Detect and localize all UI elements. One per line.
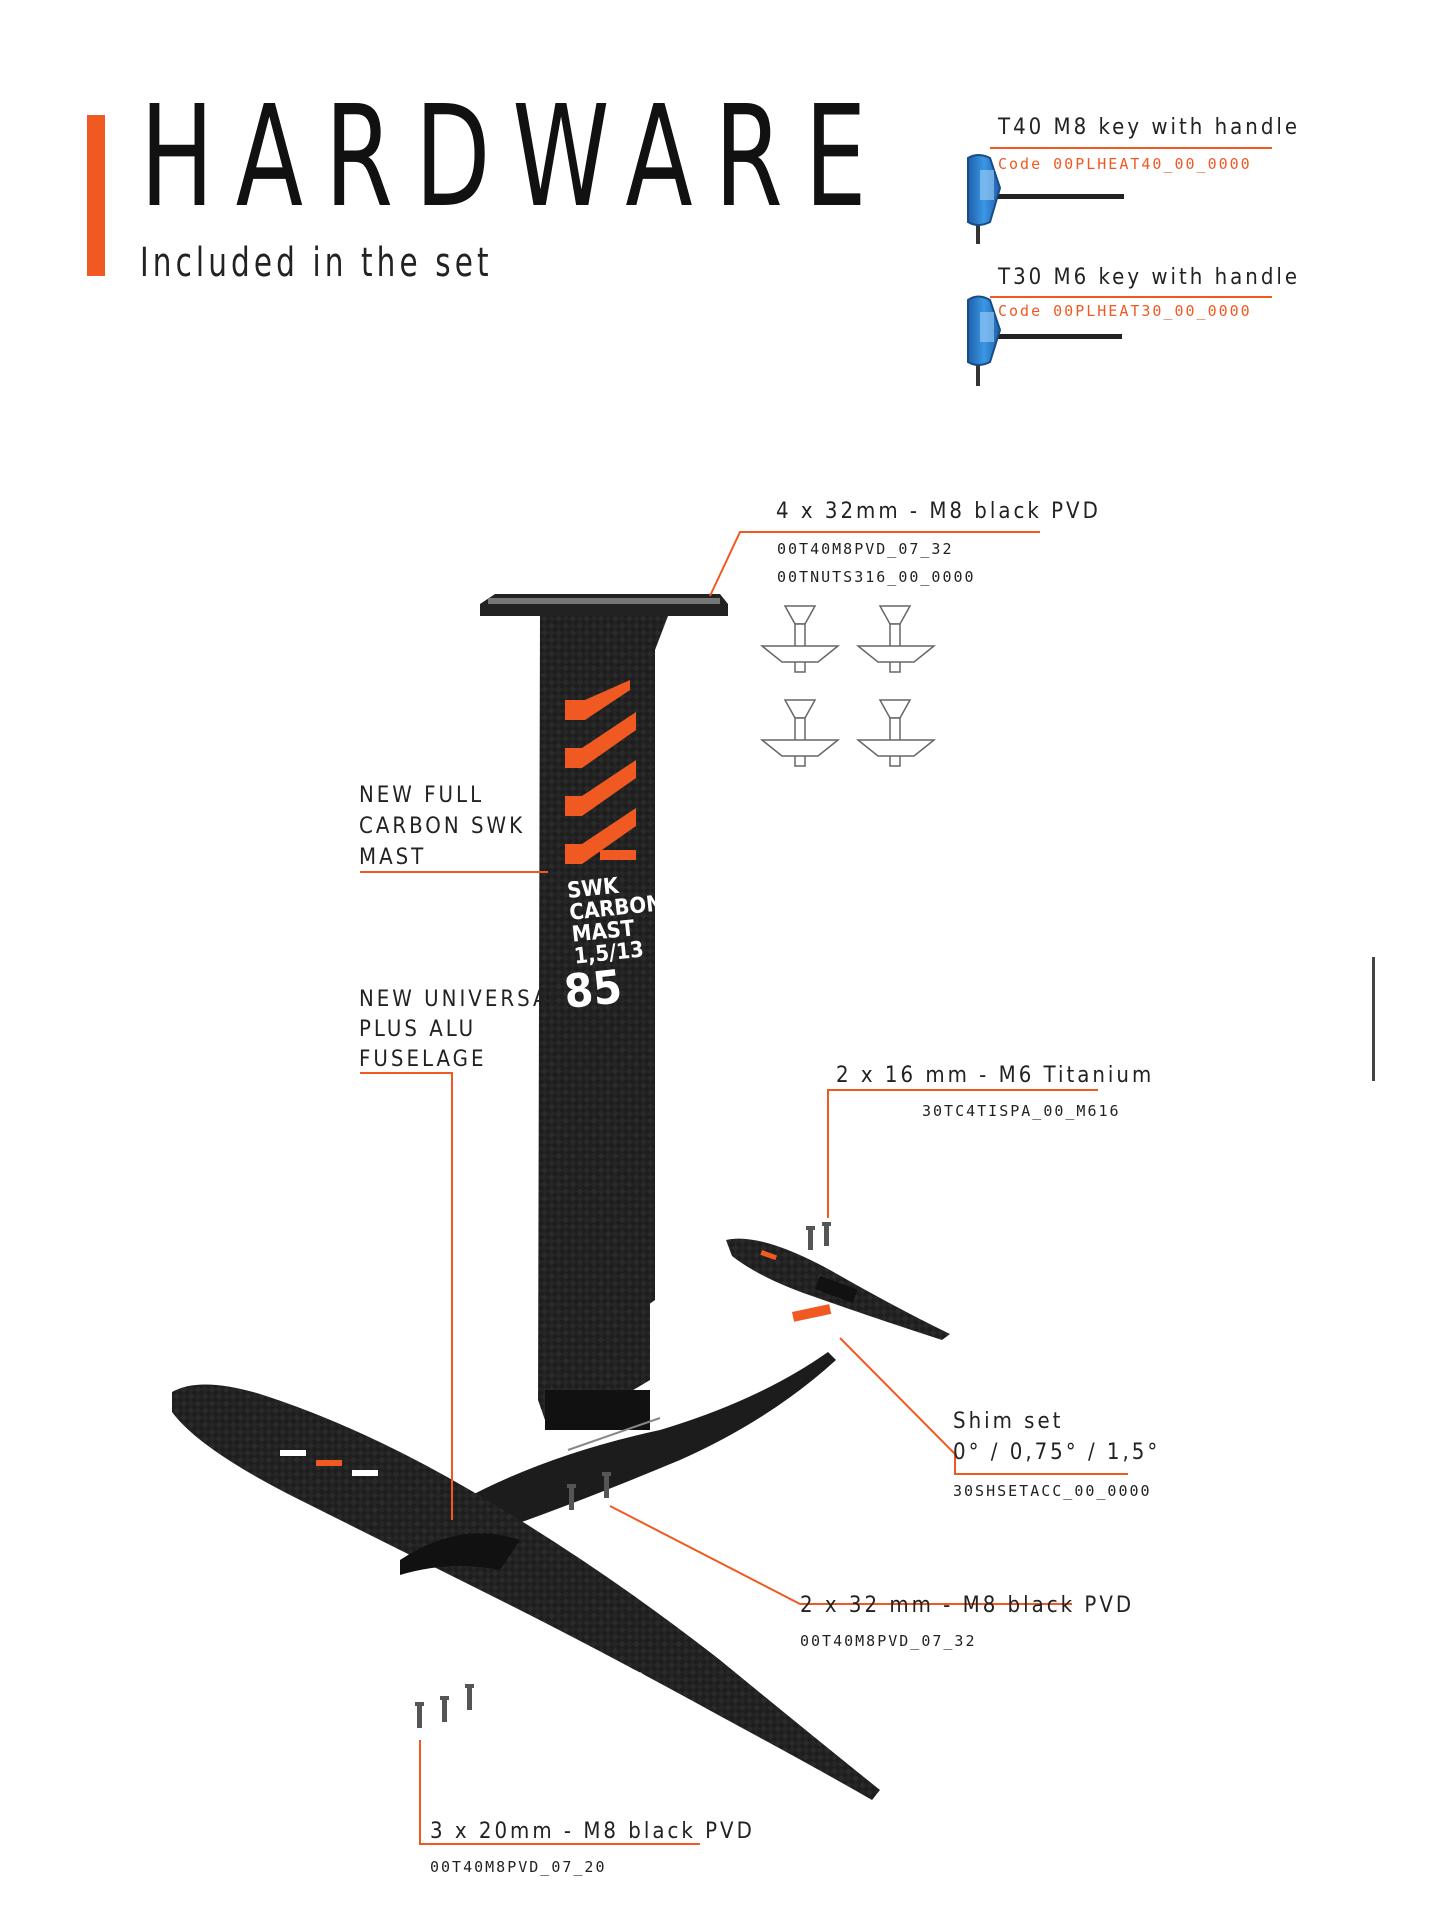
stabilizer-icon [726, 1238, 950, 1340]
t30-key-code: Code 00PLHEAT30_00_0000 [998, 302, 1252, 320]
wing-screws-label: 3 x 20mm - M8 black PVD [430, 1819, 755, 1844]
mast-screws-code-2: 00TNUTS316_00_0000 [777, 568, 976, 586]
fuselage-label-line-3: FUSELAGE [359, 1047, 487, 1072]
mast-print-size: 85 [562, 959, 625, 1019]
svg-text:SWK CARBON MAST 1,: SWK CARBON MAST 1,5/13 [566, 869, 675, 970]
mast-label-line-1: NEW FULL [359, 783, 485, 808]
t30-key-rule [990, 296, 1272, 298]
shim-label-line-2: 0° / 0,75° / 1,5° [953, 1440, 1161, 1465]
stab-screws-icon [806, 1222, 831, 1250]
mast-label-line-2: CARBON SWK [359, 814, 526, 839]
mast-screws-label: 4 x 32mm - M8 black PVD [776, 499, 1101, 524]
stab-screws-label: 2 x 16 mm - M6 Titanium [836, 1063, 1155, 1088]
mast-label-line-3: MAST [359, 845, 427, 870]
t40-key-code: Code 00PLHEAT40_00_0000 [998, 155, 1252, 173]
fuselage-label-line-1: NEW UNIVERSAL [359, 987, 564, 1012]
shim-icon [792, 1304, 832, 1322]
t40-key-label: T40 M8 key with handle [998, 115, 1301, 140]
t30-key-icon [967, 295, 1122, 386]
fuselage-icon [420, 1352, 836, 1543]
shim-label-line-1: Shim set [953, 1409, 1064, 1434]
fuselage-screws-label: 2 x 32 mm - M8 black PVD [800, 1593, 1135, 1618]
t-nut-screws-icon [759, 605, 937, 767]
t40-key-rule [990, 147, 1272, 149]
side-divider [1372, 957, 1375, 1081]
mast-screws-code-1: 00T40M8PVD_07_32 [777, 540, 954, 558]
fuselage-label-line-2: PLUS ALU [359, 1017, 477, 1042]
page-subtitle: Included in the set [140, 240, 493, 286]
mast-print-line-1: SWK [566, 874, 620, 904]
wing-screws-code: 00T40M8PVD_07_20 [430, 1858, 607, 1876]
front-wing-icon [172, 1384, 880, 1800]
t40-key-icon [967, 154, 1124, 244]
wing-screws-icon [415, 1684, 474, 1728]
fuselage-screws-code: 00T40M8PVD_07_32 [800, 1632, 977, 1650]
leader-lines [360, 531, 1128, 1845]
page-title: HARDWARE [140, 76, 889, 239]
shim-code: 30SHSETACC_00_0000 [953, 1482, 1152, 1500]
fuselage-screws-icon [567, 1472, 611, 1510]
mast-icon [480, 594, 728, 1430]
accent-bar [87, 115, 105, 276]
stab-screws-code: 30TC4TISPA_00_M616 [922, 1102, 1121, 1120]
t30-key-label: T30 M6 key with handle [998, 265, 1301, 290]
